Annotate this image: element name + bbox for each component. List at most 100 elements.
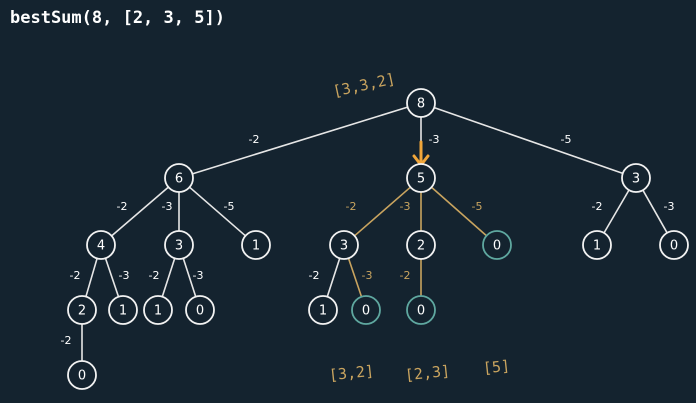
- node-value: 8: [417, 97, 425, 112]
- tree-node: 2: [406, 230, 436, 260]
- node-circle: [621, 163, 651, 193]
- tree-node: 1: [308, 295, 338, 325]
- node-value: 0: [196, 304, 204, 319]
- node-value: 1: [319, 304, 327, 319]
- tree-node: 1: [582, 230, 612, 260]
- tree-node: 1: [108, 295, 138, 325]
- tree-node: 5: [406, 163, 436, 193]
- tree-node: 2: [67, 295, 97, 325]
- result-annotation: [3,2]: [328, 362, 375, 385]
- edge-label: -2: [346, 200, 357, 213]
- page-title: bestSum(8, [2, 3, 5]): [10, 8, 225, 28]
- tree-node: 8: [406, 88, 436, 118]
- tree-edge: [603, 189, 630, 234]
- edge-label: -3: [429, 133, 440, 146]
- tree-node: 0: [659, 230, 689, 260]
- edge-label: -2: [117, 200, 128, 213]
- node-value: 4: [97, 239, 105, 254]
- edge-label: -2: [249, 133, 260, 146]
- node-value: 1: [119, 304, 127, 319]
- tree-edge: [182, 258, 197, 297]
- node-circle: [164, 163, 194, 193]
- tree-edge: [354, 186, 411, 237]
- tree-node: 3: [329, 230, 359, 260]
- arrow-icon: [412, 140, 430, 167]
- tree-edge: [642, 189, 668, 234]
- edge-label: -2: [592, 200, 603, 213]
- result-annotation: [2,3]: [404, 362, 451, 385]
- node-value: 0: [417, 304, 425, 319]
- node-circle: [406, 295, 436, 325]
- tree-edge: [326, 258, 341, 297]
- tree-node: 1: [241, 230, 271, 260]
- node-circle: [329, 230, 359, 260]
- edge-label: -2: [61, 334, 72, 347]
- result-annotation: [5]: [482, 357, 511, 378]
- node-circle: [308, 295, 338, 325]
- tree-node: 0: [351, 295, 381, 325]
- edge-label: -3: [193, 269, 204, 282]
- tree-edge: [433, 106, 624, 175]
- node-value: 1: [252, 239, 260, 254]
- node-circle: [241, 230, 271, 260]
- edge-label: -3: [119, 269, 130, 282]
- tree-node: 4: [86, 230, 116, 260]
- tree-node: 3: [164, 230, 194, 260]
- node-value: 0: [78, 369, 86, 384]
- tree-node: 0: [67, 360, 97, 390]
- node-circle: [406, 163, 436, 193]
- tree-edge: [85, 258, 98, 297]
- edge-label: -2: [400, 269, 411, 282]
- tree-node: 0: [482, 230, 512, 260]
- node-circle: [406, 88, 436, 118]
- edge-label: -5: [561, 133, 572, 146]
- node-value: 2: [78, 304, 86, 319]
- node-circle: [67, 360, 97, 390]
- edge-label: -3: [400, 200, 411, 213]
- node-value: 1: [154, 304, 162, 319]
- tree-node: 1: [143, 295, 173, 325]
- edge-label: -3: [162, 200, 173, 213]
- node-circle: [86, 230, 116, 260]
- tree-node: 0: [185, 295, 215, 325]
- node-circle: [659, 230, 689, 260]
- node-circle: [108, 295, 138, 325]
- node-circle: [406, 230, 436, 260]
- node-value: 3: [175, 239, 183, 254]
- node-value: 3: [340, 239, 348, 254]
- tree-edge: [430, 186, 488, 237]
- node-circle: [482, 230, 512, 260]
- tree-edge: [104, 258, 120, 297]
- node-circle: [582, 230, 612, 260]
- node-circle: [351, 295, 381, 325]
- tree-node: 3: [621, 163, 651, 193]
- node-value: 5: [417, 172, 425, 187]
- edge-label: -5: [472, 200, 483, 213]
- edge-label: -2: [309, 269, 320, 282]
- node-value: 0: [493, 239, 501, 254]
- tree-edge: [161, 258, 176, 297]
- node-circle: [143, 295, 173, 325]
- node-value: 2: [417, 239, 425, 254]
- tree-edge: [192, 106, 408, 175]
- node-circle: [67, 295, 97, 325]
- node-value: 0: [670, 239, 678, 254]
- edge-label: -3: [362, 269, 373, 282]
- edge-label: -5: [224, 200, 235, 213]
- node-value: 3: [632, 172, 640, 187]
- result-annotation: [3,3,2]: [331, 70, 397, 101]
- edge-label: -2: [70, 269, 81, 282]
- tree-node: 0: [406, 295, 436, 325]
- node-circle: [164, 230, 194, 260]
- tree-edge: [111, 186, 169, 237]
- tree-edge: [347, 258, 363, 297]
- tree-node: 6: [164, 163, 194, 193]
- node-value: 0: [362, 304, 370, 319]
- node-circle: [185, 295, 215, 325]
- node-value: 6: [175, 172, 183, 187]
- node-value: 1: [593, 239, 601, 254]
- edge-label: -3: [664, 200, 675, 213]
- edge-label: -2: [149, 269, 160, 282]
